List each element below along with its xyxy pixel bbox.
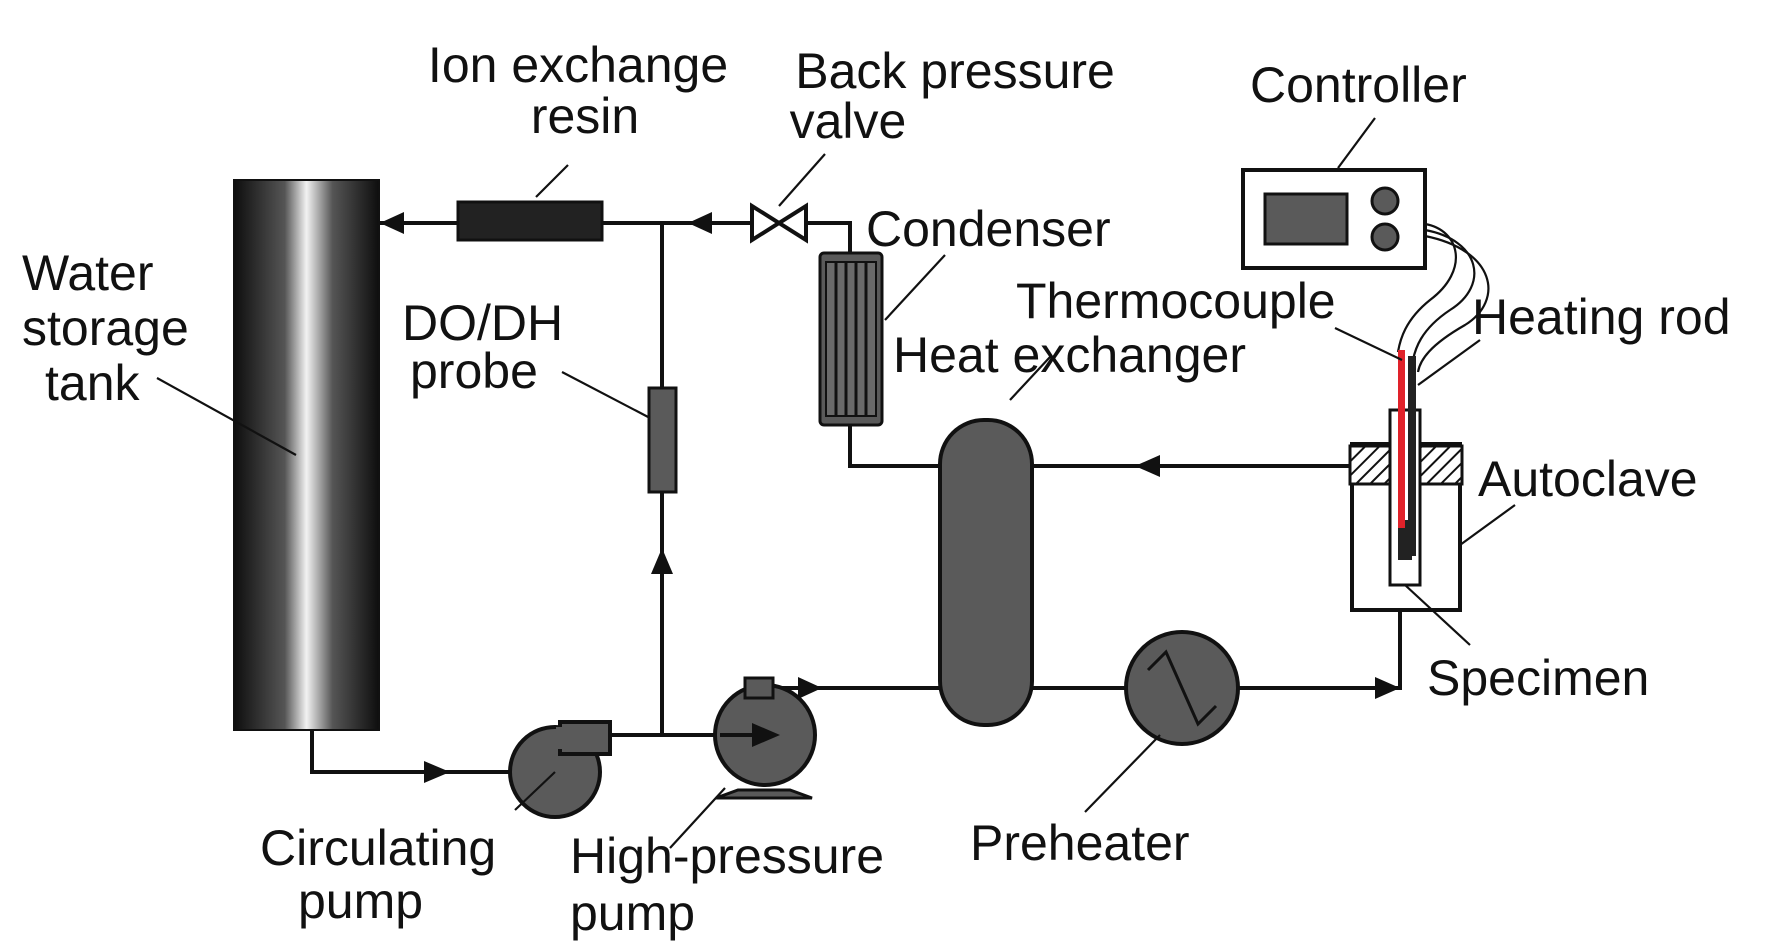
controller (1241, 168, 1427, 270)
back-pressure-valve (750, 202, 808, 244)
high-pressure-pump (713, 676, 817, 800)
arrow-into-autoclave (1375, 677, 1400, 699)
label-back-pressure-valve: Back pressure valve (790, 43, 1129, 149)
label-do-dh-probe: DO/DH probe (402, 295, 577, 399)
arrow-into-tank (380, 212, 404, 234)
heat-exchanger (938, 418, 1034, 727)
label-preheater: Preheater (970, 815, 1190, 871)
label-heating-rod: Heating rod (1472, 289, 1731, 345)
pipe-condenser-return (848, 423, 1352, 468)
arrow-return-left (1135, 455, 1160, 477)
pipe-tank-outlet (310, 730, 522, 774)
arrow-probe-up (651, 548, 673, 574)
label-controller: Controller (1250, 57, 1467, 113)
label-condenser: Condenser (866, 201, 1111, 257)
label-autoclave: Autoclave (1478, 451, 1698, 507)
heating-rod (1408, 356, 1416, 556)
pipe-hp-outlet (754, 610, 1402, 690)
arrow-valve-left (688, 212, 712, 234)
flow-arrows (380, 212, 1400, 783)
wire-2 (1411, 228, 1476, 361)
do-dh-probe (647, 386, 678, 494)
leader-lines (156, 117, 1516, 849)
label-heat-exchanger: Heat exchanger (893, 327, 1246, 383)
preheater (1124, 630, 1240, 746)
label-ion-exchange-resin: Ion exchange resin (428, 37, 742, 144)
arrow-to-circ-pump (424, 761, 450, 783)
water-storage-tank (233, 179, 380, 731)
wire-1 (1396, 222, 1457, 353)
autoclave (1348, 408, 1464, 612)
thermocouple (1398, 350, 1405, 528)
label-thermocouple: Thermocouple (1016, 273, 1336, 329)
label-circulating-pump: Circulating pump (260, 820, 510, 929)
label-high-pressure-pump: High-pressure pump (570, 828, 898, 941)
ion-exchange-resin (456, 200, 604, 242)
label-specimen: Specimen (1427, 650, 1649, 706)
circulating-pump (508, 720, 612, 819)
pipe-return-top (380, 221, 852, 255)
wire-3 (1416, 234, 1490, 373)
arrow-hp-outlet (798, 677, 822, 699)
label-water-storage-tank: Water storage tank (22, 245, 203, 411)
condenser (818, 251, 884, 427)
